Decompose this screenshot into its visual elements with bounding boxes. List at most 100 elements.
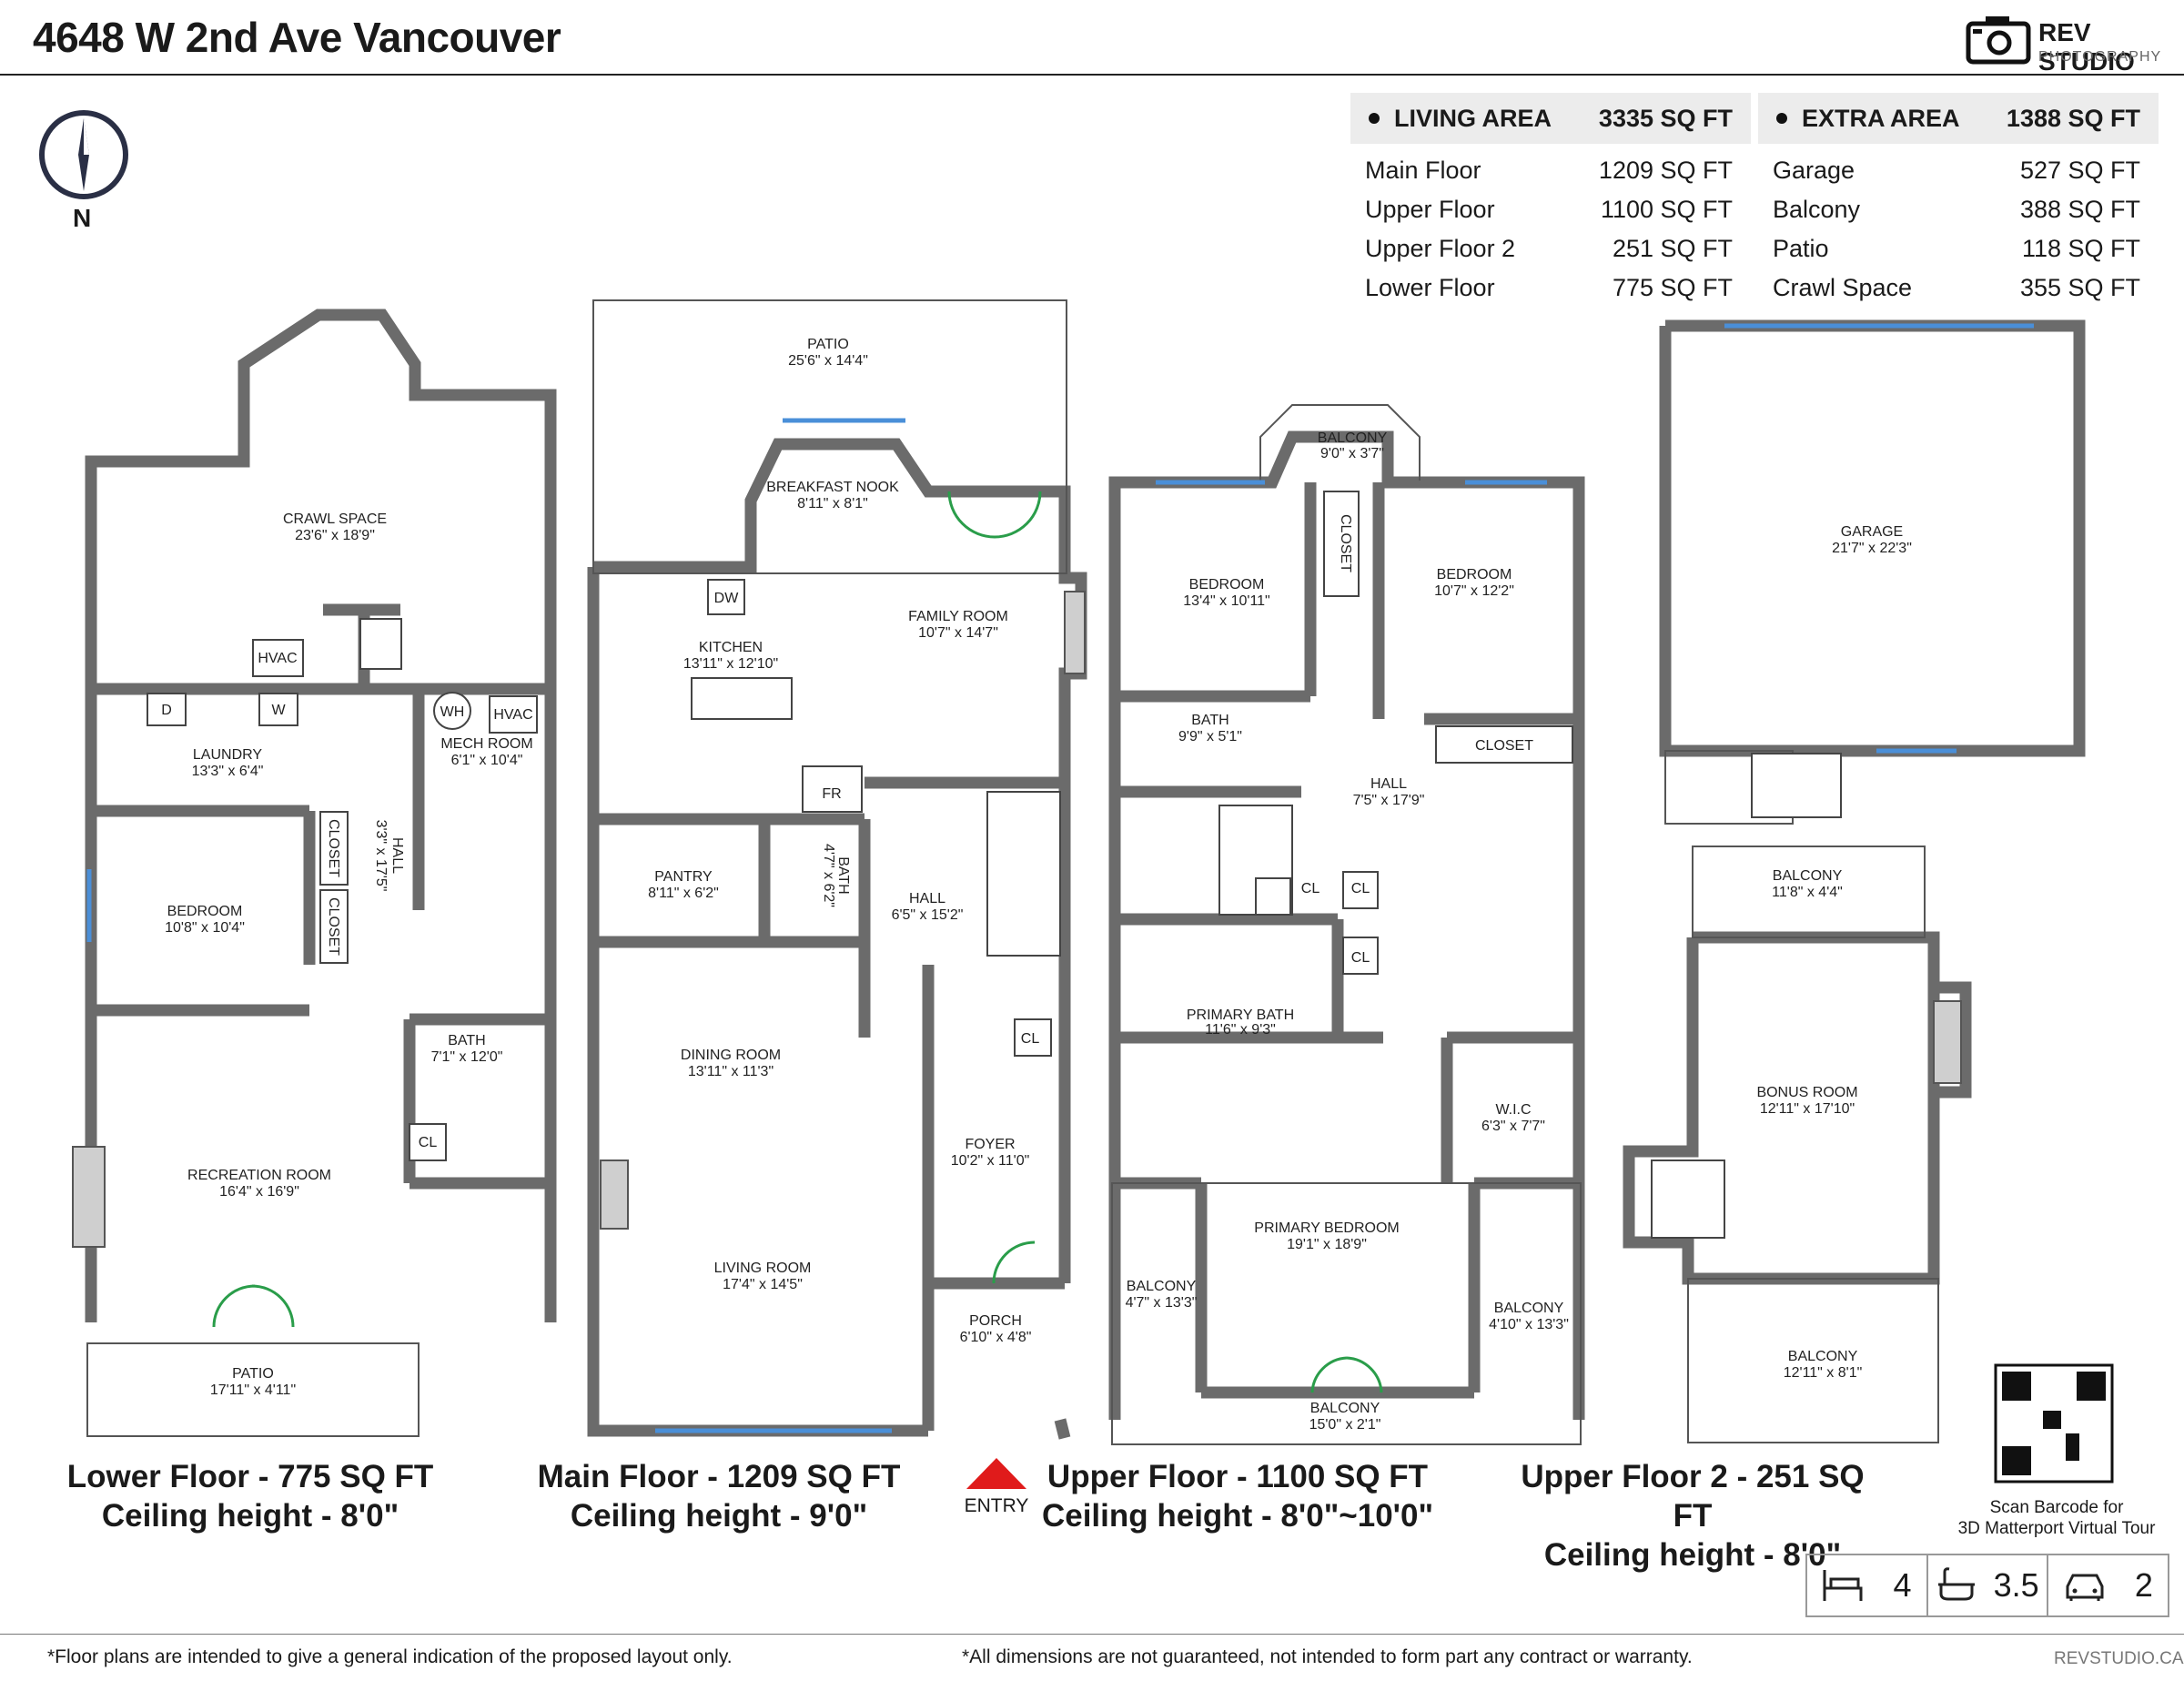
floor-caption-line: Ceiling height - 8'0"~10'0" <box>1041 1498 1434 1534</box>
room-dim: 10'7" x 12'2" <box>1434 583 1514 599</box>
room-dim: 4'7" x 6'2" <box>821 844 836 907</box>
bullet-icon <box>1776 113 1787 124</box>
room-dim: 4'7" x 13'3" <box>1126 1295 1198 1311</box>
floor-caption-main: Main Floor - 1209 SQ FT Ceiling height -… <box>532 1457 905 1535</box>
room-name: BEDROOM <box>1189 577 1265 592</box>
footer-disclaimer-left: *Floor plans are intended to give a gene… <box>47 1646 733 1667</box>
washer-box <box>258 693 298 726</box>
room-dim: 11'8" x 4'4" <box>1772 885 1843 900</box>
camera-icon <box>1966 16 2031 65</box>
car-icon <box>2066 1574 2103 1601</box>
lower-outline <box>85 309 557 1322</box>
door-swing <box>1310 1356 1348 1393</box>
fridge-label: FR <box>822 786 841 802</box>
fireplace-icon <box>1933 1000 1962 1084</box>
room-name: FAMILY ROOM <box>908 609 1008 624</box>
closet-label: CLOSET <box>326 897 341 956</box>
room-dim: 19'1" x 18'9" <box>1287 1237 1367 1252</box>
room-name: MECH ROOM <box>440 736 532 752</box>
room-name: GARAGE <box>1841 524 1903 540</box>
cl-label: CL <box>1351 881 1370 896</box>
row-value: 251 SQ FT <box>1612 235 1733 262</box>
row-label: Garage <box>1773 157 1855 184</box>
room-name: BONUS ROOM <box>1756 1085 1857 1100</box>
bullet-icon <box>1369 113 1380 124</box>
row-label: Main Floor <box>1365 157 1481 184</box>
dishwasher-label: DW <box>714 591 740 606</box>
room-name: PATIO <box>807 337 849 352</box>
living-area-row: Upper Floor 2 251 SQ FT <box>1350 229 1751 268</box>
floor-caption-line: Upper Floor - 1100 SQ FT <box>1046 1459 1429 1494</box>
dryer-label: D <box>161 703 172 718</box>
footer-disclaimer-mid: *All dimensions are not guaranteed, not … <box>962 1646 1693 1667</box>
kitchen-island <box>691 677 793 720</box>
room-dim: 11'6" x 9'3" <box>1205 1022 1276 1038</box>
extra-area-header: EXTRA AREA 1388 SQ FT <box>1758 93 2159 144</box>
cl-box <box>1014 1018 1052 1057</box>
row-value: 118 SQ FT <box>2021 235 2140 262</box>
room-dim: 9'0" x 3'7" <box>1320 446 1384 461</box>
closet-label: CLOSET <box>326 819 341 877</box>
hvac-box <box>252 639 304 677</box>
closet-label: CLOSET <box>1475 738 1533 754</box>
rev-studio-logo: REV STUDIO PHOTOGRAPHY <box>1966 13 2175 76</box>
room-dim: 12'11" x 17'10" <box>1760 1101 1855 1117</box>
page-title: 4648 W 2nd Ave Vancouver <box>33 14 561 61</box>
closet-box <box>319 889 349 964</box>
living-area-row: Lower Floor 775 SQ FT <box>1350 268 1751 308</box>
cl-box <box>1342 871 1379 909</box>
row-label: Upper Floor <box>1365 196 1495 223</box>
exterior-outlines <box>86 299 1939 1445</box>
scan-caption: Scan Barcode for 3D Matterport Virtual T… <box>1929 1497 2184 1539</box>
living-area-total: 3335 SQ FT <box>1598 104 1733 132</box>
room-name: BREAKFAST NOOK <box>766 480 899 495</box>
room-name: HALL <box>1370 776 1407 792</box>
fireplace-icon <box>600 1159 629 1230</box>
room-name: BATH <box>1191 713 1228 728</box>
upper-balcony-frame <box>1111 1182 1582 1445</box>
room-name: PANTRY <box>654 869 713 885</box>
closet-box <box>319 811 349 886</box>
hvac-label: HVAC <box>493 707 532 723</box>
door-swing <box>994 491 1042 539</box>
room-dim: 6'5" x 15'2" <box>892 907 964 923</box>
cl-label: CL <box>1351 950 1370 966</box>
row-value: 775 SQ FT <box>1612 274 1733 301</box>
wh-label: WH <box>440 704 465 720</box>
compass-icon <box>39 110 128 199</box>
compass: N <box>38 109 129 237</box>
garage-count: 2 <box>2134 1566 2153 1604</box>
row-label: Upper Floor 2 <box>1365 235 1516 262</box>
room-dim: 23'6" x 18'9" <box>295 528 375 543</box>
stair-garage <box>1751 753 1842 818</box>
row-label: Patio <box>1773 235 1829 262</box>
lower-patio-outline <box>86 1342 420 1437</box>
row-label: Lower Floor <box>1365 274 1495 301</box>
upper-balcony-outline <box>1259 404 1421 481</box>
fireplace-icon <box>1064 591 1086 674</box>
water-heater-icon <box>433 692 471 730</box>
floor-caption-lower: Lower Floor - 775 SQ FT Ceiling height -… <box>64 1457 437 1535</box>
room-name: HALL <box>389 837 405 874</box>
cl-label: CL <box>1021 1031 1040 1047</box>
room-dim: 16'4" x 16'9" <box>219 1184 299 1200</box>
hvac-box <box>489 695 538 734</box>
room-dim: 13'3" x 6'4" <box>192 764 264 779</box>
room-dim: 7'1" x 12'0" <box>431 1049 503 1065</box>
qr-finder <box>2002 1446 2031 1475</box>
cl-box <box>1342 937 1379 975</box>
room-name: BATH <box>448 1033 485 1048</box>
row-value: 1209 SQ FT <box>1598 157 1733 184</box>
room-name: CRAWL SPACE <box>283 511 387 527</box>
cl-label: CL <box>1301 881 1320 896</box>
bed-icon <box>1823 1570 1863 1601</box>
fridge-box <box>802 765 863 813</box>
room-name: LIVING ROOM <box>714 1261 812 1276</box>
baths-stat: 3.5 <box>1928 1555 2049 1615</box>
qr-code <box>1994 1363 2114 1484</box>
room-name: RECREATION ROOM <box>187 1168 331 1183</box>
footer-rule <box>0 1634 2184 1635</box>
room-name: BALCONY <box>1318 430 1388 446</box>
